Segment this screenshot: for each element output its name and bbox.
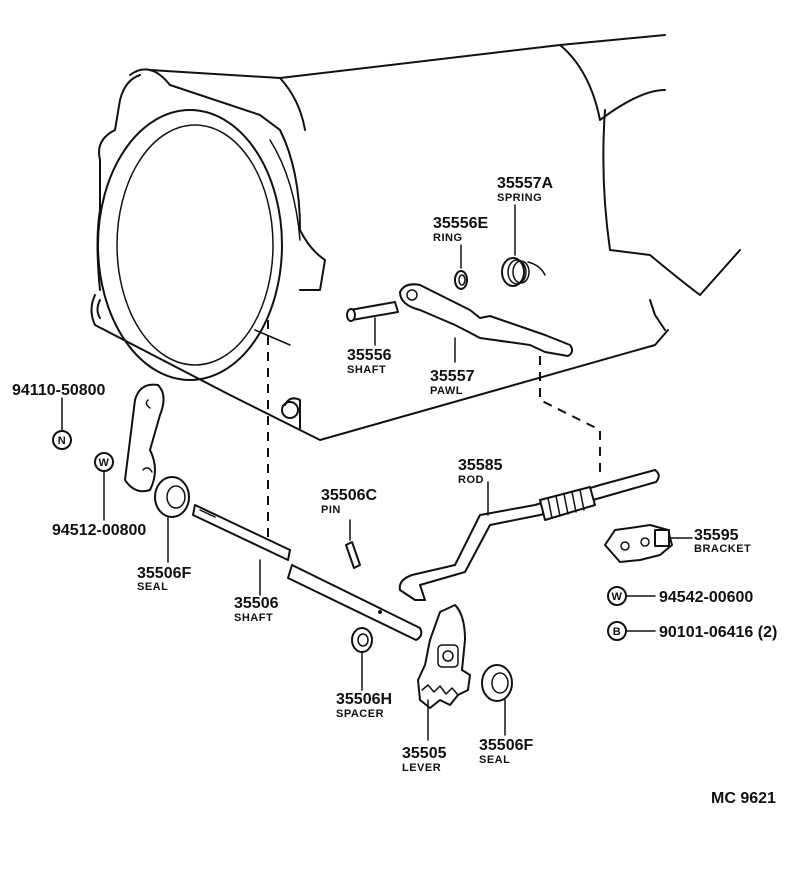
- bracket-name: BRACKET: [694, 543, 751, 555]
- alignment-lines: [267, 320, 601, 545]
- seal-right-number: 35506F: [479, 737, 533, 754]
- washer-right-number: 94542-00600: [659, 589, 753, 606]
- shaft-part: [192, 504, 423, 641]
- transmission-housing: [90, 34, 741, 441]
- seal-right-name: SEAL: [479, 754, 510, 766]
- spring-number: 35557A: [497, 175, 553, 192]
- pawl-shaft-part: [346, 301, 399, 322]
- spring-part: [501, 257, 546, 287]
- pawl-shaft-name: SHAFT: [347, 364, 386, 376]
- diagram-code: MC 9621: [711, 790, 776, 807]
- seal-right-part: [481, 664, 513, 702]
- spacer-name: SPACER: [336, 708, 384, 720]
- seal-left-name: SEAL: [137, 581, 168, 593]
- pin-name: PIN: [321, 504, 341, 516]
- pawl-part: [399, 283, 574, 357]
- bolt-number: 90101-06416 (2): [659, 624, 777, 641]
- seal-left-part: [154, 476, 190, 518]
- washer-right-symbol: W: [607, 586, 627, 606]
- spacer-part: [351, 627, 373, 653]
- pin-part: [345, 541, 361, 569]
- bracket-number: 35595: [694, 527, 739, 544]
- nut-symbol: N: [52, 430, 72, 450]
- rod-name: ROD: [458, 474, 484, 486]
- spacer-number: 35506H: [336, 691, 392, 708]
- washer-left-symbol: W: [94, 452, 114, 472]
- rod-part: [398, 469, 660, 601]
- washer-left-symbol-letter: W: [99, 457, 110, 469]
- nut-symbol-letter: N: [58, 435, 66, 447]
- rod-number: 35585: [458, 457, 503, 474]
- bolt-symbol-letter: B: [613, 626, 621, 638]
- bolt-symbol: B: [607, 621, 627, 641]
- pawl-shaft-number: 35556: [347, 347, 392, 364]
- lever-name: LEVER: [402, 762, 441, 774]
- link-part: [124, 383, 165, 493]
- ring-number: 35556E: [433, 215, 488, 232]
- shaft-name: SHAFT: [234, 612, 273, 624]
- shaft-number: 35506: [234, 595, 279, 612]
- pin-hole: [378, 610, 382, 614]
- pawl-number: 35557: [430, 368, 475, 385]
- pin-number: 35506C: [321, 487, 377, 504]
- lever-number: 35505: [402, 745, 447, 762]
- ring-part: [454, 270, 468, 290]
- spring-name: SPRING: [497, 192, 542, 204]
- seal-left-number: 35506F: [137, 565, 191, 582]
- nut-number: 94110-50800: [12, 382, 106, 399]
- washer-left-number: 94512-00800: [52, 522, 146, 539]
- ring-name: RING: [433, 232, 463, 244]
- washer-right-symbol-letter: W: [612, 591, 623, 603]
- lever-part: [417, 604, 471, 709]
- pawl-name: PAWL: [430, 385, 463, 397]
- bracket-part: [604, 524, 673, 563]
